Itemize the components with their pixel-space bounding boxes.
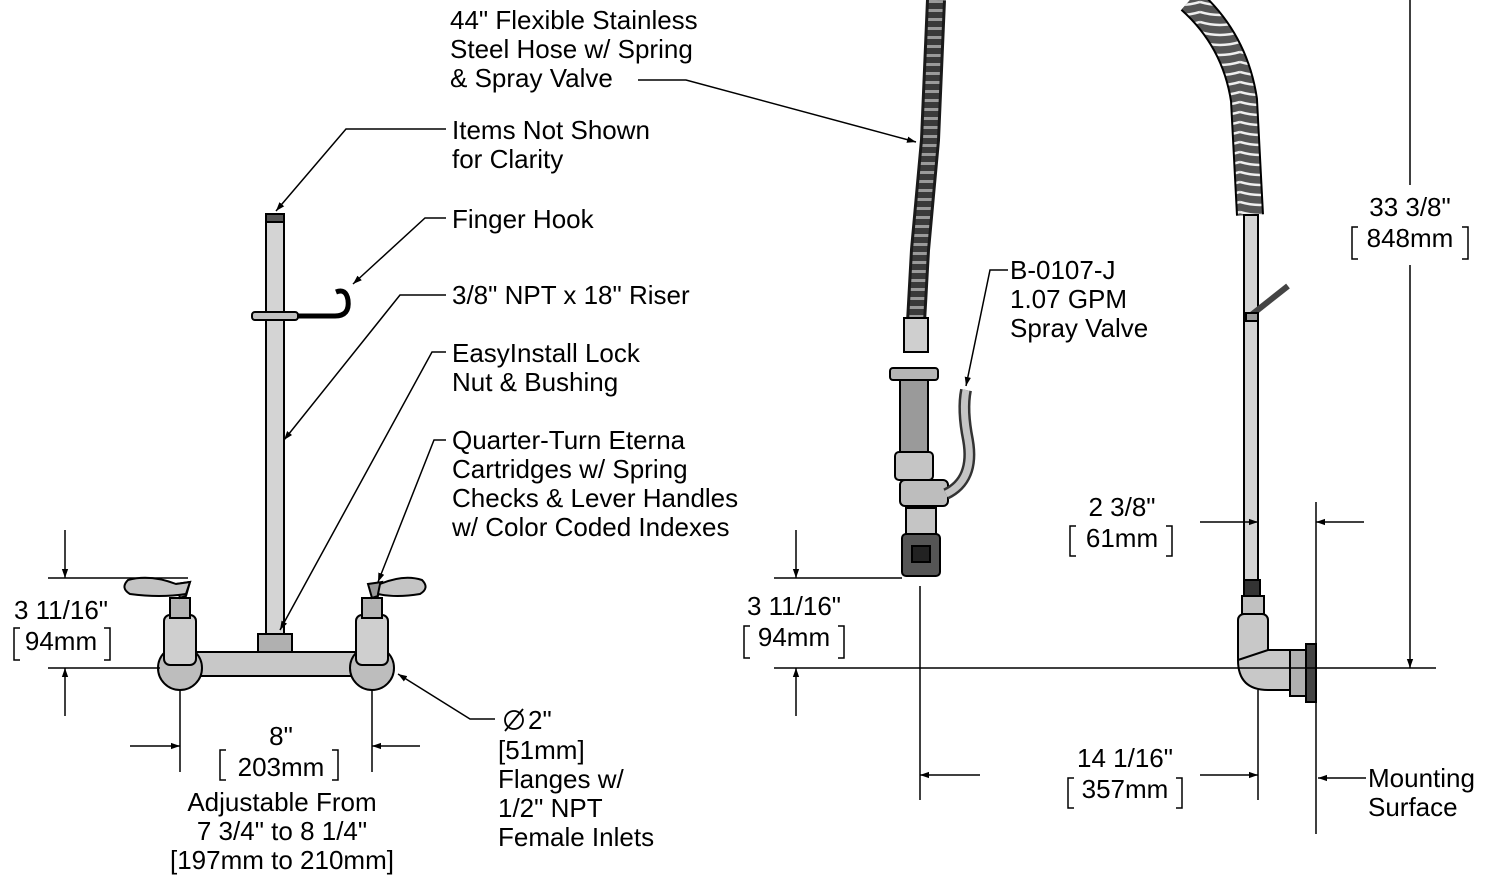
flanges-callout: [51mm] Flanges w/ 1/2" NPT Female Inlets <box>498 735 655 852</box>
mounting-surface-callout: Mounting Surface <box>1368 763 1475 822</box>
right-height-dimension: 3 11/16" 94mm <box>746 591 842 652</box>
riser-leader <box>283 294 446 441</box>
left-dimension-lines <box>48 530 420 772</box>
overall-height-dimension: 33 3/8" 848mm <box>1366 192 1454 253</box>
flange-leader <box>397 673 495 720</box>
left-leader-lines <box>275 128 495 720</box>
spray-valve-callout: B-0107-J 1.07 GPM Spray Valve <box>1010 255 1149 343</box>
finger-hook <box>298 288 351 319</box>
cartridges-callout: Quarter-Turn Eterna Cartridges w/ Spring… <box>452 425 739 542</box>
faucet-body <box>179 651 371 677</box>
flange-diameter-label: 2" <box>528 705 552 735</box>
adjustable-range-note: Adjustable From 7 3/4" to 8 1/4" [197mm … <box>170 787 394 875</box>
riser-cap <box>265 213 285 223</box>
hose-callout: 44" Flexible Stainless Steel Hose w/ Spr… <box>450 5 698 93</box>
items-not-shown-callout: Items Not Shown for Clarity <box>452 115 650 174</box>
lock-nut-leader <box>279 351 446 631</box>
pre-rinse-riser <box>1243 214 1259 581</box>
right-dimension-lines <box>774 0 1436 834</box>
diameter-symbol <box>504 708 524 732</box>
metric-brackets <box>13 226 1469 809</box>
center-spacing-dimension: 8" 203mm <box>237 721 325 782</box>
offset-dimension: 2 3/8" 61mm <box>1085 492 1159 553</box>
reach-dimension: 14 1/16" 357mm <box>1077 743 1173 804</box>
left-valve <box>163 614 197 666</box>
finger-hook-callout: Finger Hook <box>452 204 594 234</box>
right-valve <box>355 614 389 666</box>
pre-rinse-drawing <box>889 0 1317 703</box>
hook-clamp <box>251 311 299 321</box>
spray-valve-leader <box>964 269 1008 387</box>
left-faucet-drawing <box>123 213 427 691</box>
pre-rinse-hook <box>1248 283 1290 319</box>
lock-nut-callout: EasyInstall Lock Nut & Bushing <box>452 338 640 397</box>
spray-valve-body <box>899 379 929 453</box>
riser-pipe <box>265 215 285 635</box>
cartridge-leader <box>377 439 446 583</box>
items-not-shown-leader <box>275 128 446 212</box>
finger-hook-leader <box>352 217 446 285</box>
right-leader-lines <box>638 79 1366 782</box>
hose-leader <box>638 79 917 143</box>
spray-valve-collar <box>903 317 929 353</box>
riser-callout: 3/8" NPT x 18" Riser <box>452 280 690 310</box>
wall-flange <box>1289 649 1307 697</box>
left-height-dimension: 3 11/16" 94mm <box>13 595 109 656</box>
